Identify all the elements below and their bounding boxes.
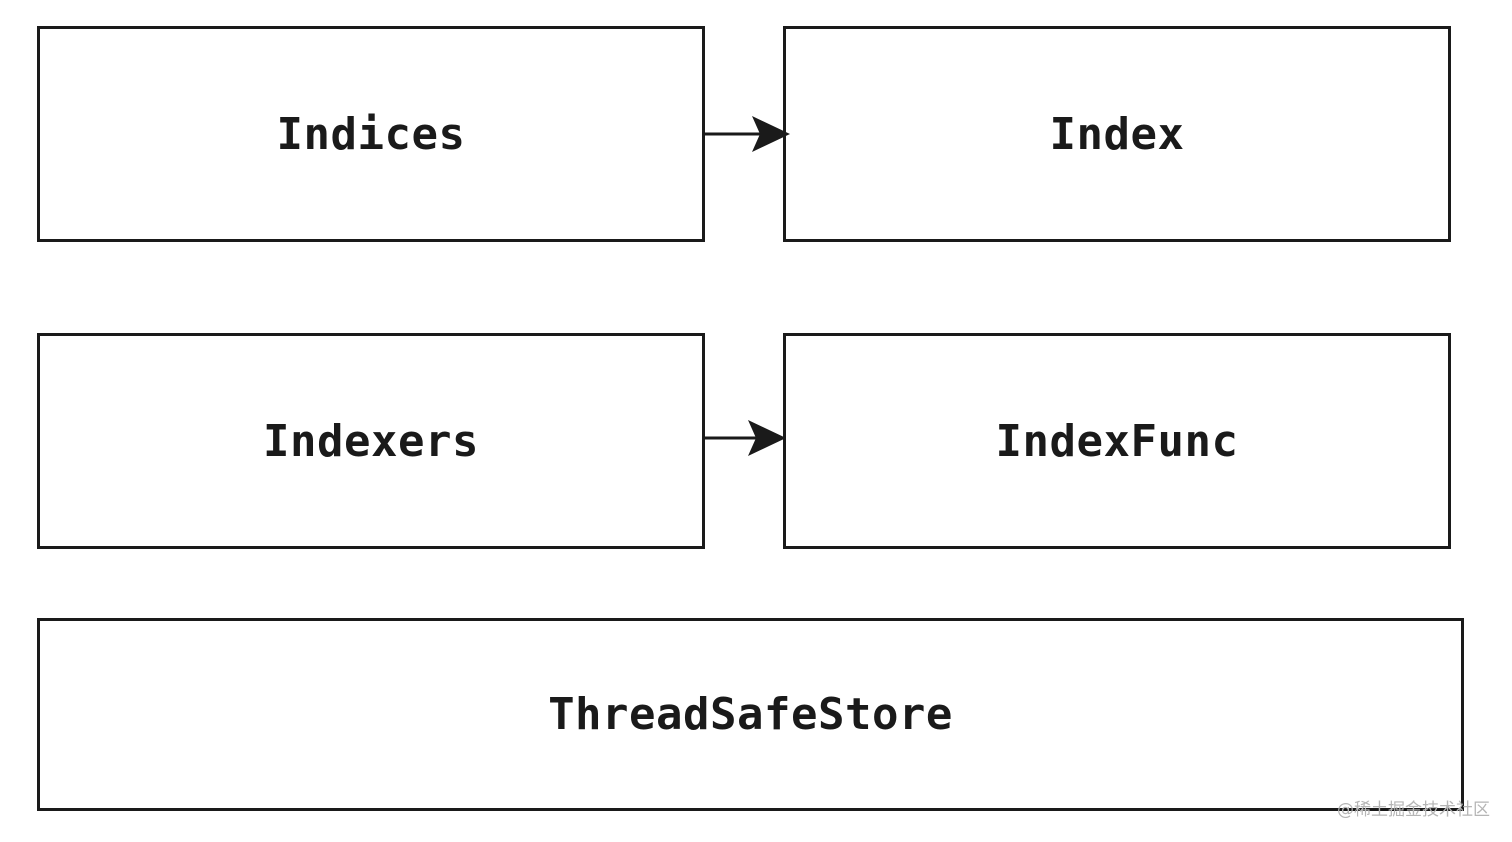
node-threadsafestore: ThreadSafeStore xyxy=(37,618,1464,811)
watermark: @稀土掘金技术社区 xyxy=(1337,800,1490,820)
node-indices: Indices xyxy=(37,26,705,242)
edge-indices-to-index xyxy=(705,116,790,152)
edge-indexers-to-indexfunc xyxy=(705,420,786,456)
node-indices-label: Indices xyxy=(276,108,466,160)
arrowhead-icon xyxy=(748,420,786,456)
node-indexfunc: IndexFunc xyxy=(783,333,1451,549)
node-threadsafestore-label: ThreadSafeStore xyxy=(548,689,953,740)
node-index: Index xyxy=(783,26,1451,242)
node-indexers: Indexers xyxy=(37,333,705,549)
node-index-label: Index xyxy=(1049,108,1185,160)
node-indexers-label: Indexers xyxy=(263,415,479,467)
node-indexfunc-label: IndexFunc xyxy=(995,415,1239,467)
